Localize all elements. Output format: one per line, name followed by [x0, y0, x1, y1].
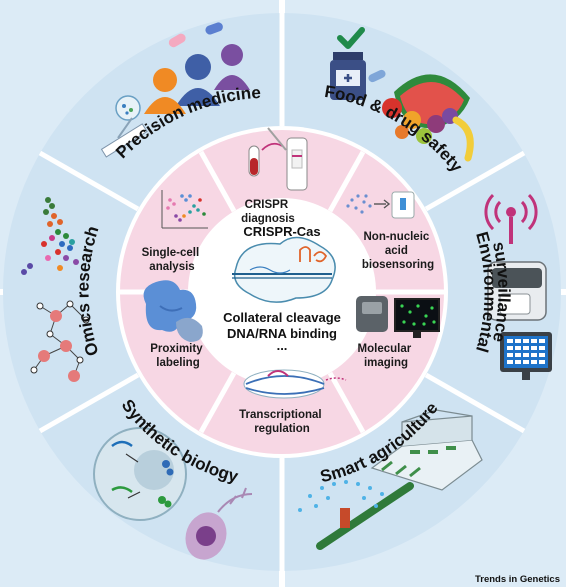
food-drug-safety-illustration: [330, 27, 474, 162]
inner-label-proximity-labeling: Proximity labeling: [150, 343, 206, 369]
non-nucleic-acid-biosensoring-illustration: [346, 191, 415, 219]
omics-research-illustration: [21, 197, 90, 382]
inner-label-line: Non-nucleic: [363, 231, 429, 243]
environmental-surveillance-illustration: [484, 193, 552, 380]
inner-label-molecular-imaging: Molecular imaging: [358, 343, 415, 369]
crispr-diagnosis-illustration: [248, 127, 308, 191]
inner-label-non-nucleic-acid-biosensoring: Non-nucleic acid biosensoring: [362, 231, 434, 271]
proximity-labeling-illustration: [143, 280, 203, 342]
center-line-2: DNA/RNA binding: [227, 326, 337, 341]
inner-label-line: Single-cell: [142, 247, 200, 259]
smart-agriculture-illustration: [298, 409, 483, 550]
inner-label-line: Molecular: [358, 343, 412, 355]
inner-label-line: acid: [385, 245, 408, 257]
inner-label-line: diagnosis: [241, 213, 295, 225]
center-ellipsis: ...: [277, 338, 288, 353]
center-title: CRISPR-Cas: [243, 224, 320, 239]
inner-label-line: CRISPR: [245, 199, 289, 211]
inner-label-line: Transcriptional: [239, 409, 321, 421]
synthetic-biology-illustration: [93, 427, 253, 560]
journal-credit: Trends in Genetics: [475, 574, 560, 585]
inner-label-transcriptional-regulation: Transcriptional regulation: [239, 409, 325, 435]
crispr-cas-illustration: [232, 236, 336, 303]
precision-medicine-illustration: [100, 22, 250, 158]
inner-label-line: biosensoring: [362, 259, 434, 271]
center-line-1: Collateral cleavage: [223, 310, 341, 325]
molecular-imaging-illustration: [356, 296, 440, 338]
inner-label-crispr-diagnosis: CRISPR diagnosis: [241, 199, 295, 225]
inner-label-line: labeling: [156, 357, 199, 369]
inner-label-line: Proximity: [150, 343, 203, 355]
inner-label-single-cell-analysis: Single-cell analysis: [142, 247, 203, 273]
inner-label-line: analysis: [149, 261, 194, 273]
transcriptional-regulation-illustration: [243, 369, 347, 399]
inner-dividers: [120, 150, 444, 434]
inner-label-line: imaging: [364, 357, 408, 369]
inner-label-line: regulation: [254, 423, 310, 435]
single-cell-analysis-illustration: [161, 190, 208, 229]
outer-dividers: [38, 13, 526, 571]
